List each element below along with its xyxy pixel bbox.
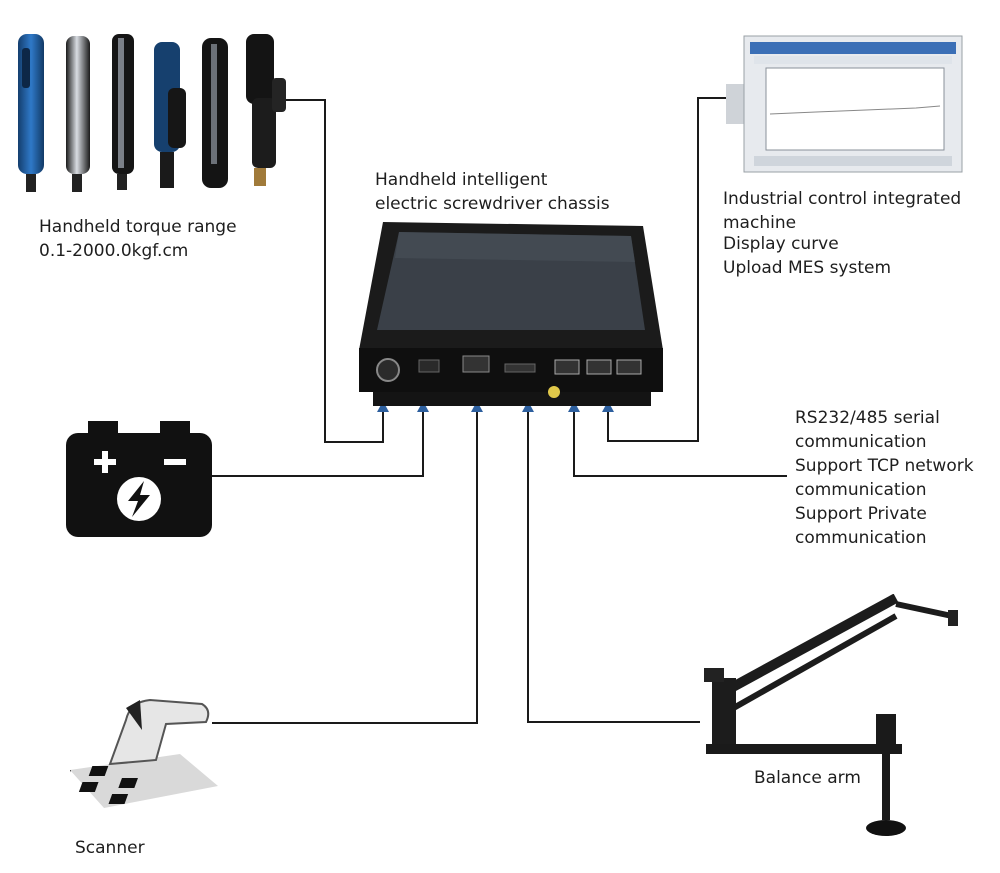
balance-arm-label: Balance arm xyxy=(754,768,861,788)
ipc-label-line3: Display curve xyxy=(723,234,839,254)
chassis-label-line1: Handheld intelligent xyxy=(375,170,548,190)
wire-comm xyxy=(573,410,787,477)
scanner-label: Scanner xyxy=(75,838,145,858)
ipc-label-line1: Industrial control integrated xyxy=(723,189,962,209)
battery-power-icon xyxy=(66,421,212,537)
comm-label-line5: Support Private xyxy=(795,504,927,524)
ipc-label-line2: machine xyxy=(723,213,797,233)
wire-screwdrivers xyxy=(285,99,384,443)
barcode-scanner-icon xyxy=(70,698,218,808)
comm-label-line2: communication xyxy=(795,432,927,452)
arrow-port-3 xyxy=(471,401,483,412)
wire-ipc xyxy=(607,97,755,442)
arrow-port-6 xyxy=(602,401,614,412)
ipc-label-line4: Upload MES system xyxy=(723,258,892,278)
torque-label-line1: Handheld torque range xyxy=(39,217,237,237)
comm-label-line6: communication xyxy=(795,528,927,548)
chassis-label-line2: electric screwdriver chassis xyxy=(375,194,610,214)
industrial-pc-icon xyxy=(726,35,963,173)
arrow-port-2 xyxy=(417,401,429,412)
arrow-port-5 xyxy=(568,401,580,412)
controller-chassis-icon xyxy=(359,222,663,406)
wire-balance-arm xyxy=(527,410,700,723)
arrow-port-1 xyxy=(377,401,389,412)
wire-battery xyxy=(212,410,424,477)
arrow-port-4 xyxy=(522,401,534,412)
balance-arm-icon xyxy=(704,594,958,836)
torque-label-line2: 0.1-2000.0kgf.cm xyxy=(39,241,189,261)
comm-label-line1: RS232/485 serial xyxy=(795,408,940,428)
wire-scanner xyxy=(212,410,478,724)
screwdriver-tools-icon xyxy=(18,34,286,192)
comm-label-line3: Support TCP network xyxy=(795,456,974,476)
comm-label-line4: communication xyxy=(795,480,927,500)
